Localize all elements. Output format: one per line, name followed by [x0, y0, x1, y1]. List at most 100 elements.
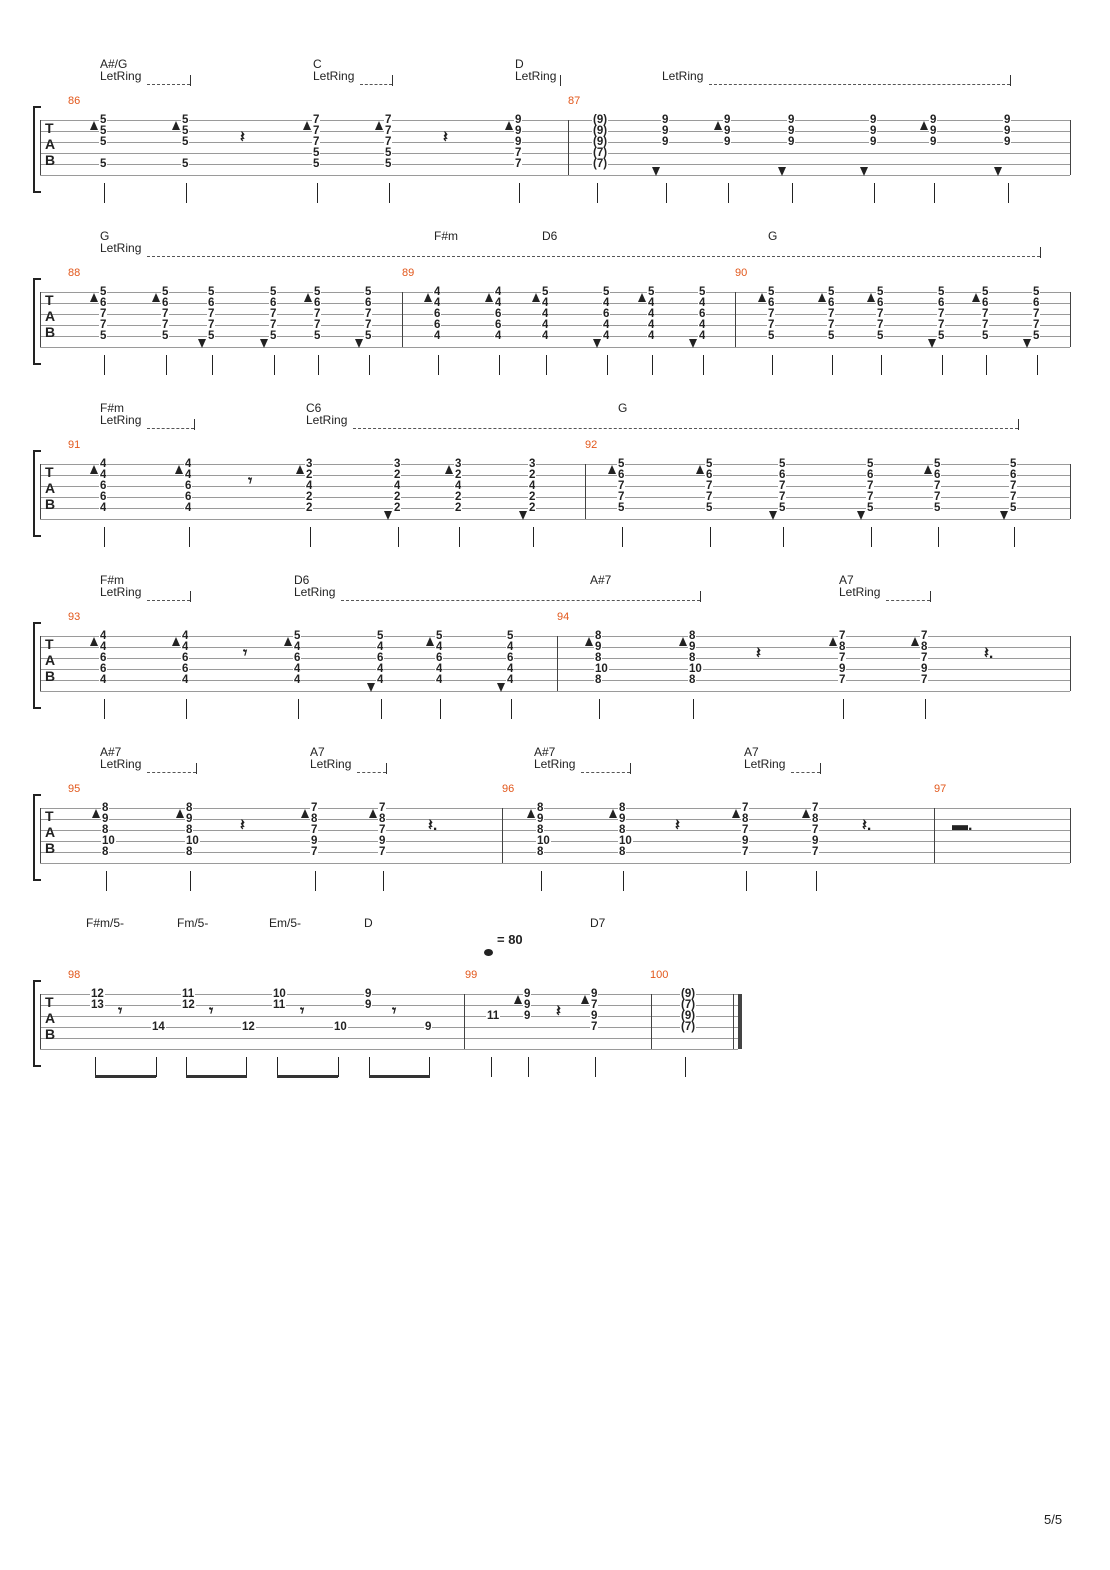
let-ring-label: LetRing [744, 757, 786, 771]
staff-line [40, 1016, 738, 1017]
measure-number: 98 [68, 969, 81, 981]
fret-number: 5 [312, 158, 321, 170]
fret-number: 7 [767, 308, 776, 320]
fret-number: 6 [698, 308, 707, 320]
note-stem [459, 527, 460, 547]
fret-number: 6 [767, 297, 776, 309]
fret-number: 8 [618, 824, 627, 836]
fret-number: 7 [705, 491, 714, 503]
note-stem [338, 1057, 339, 1077]
rest-symbol: 𝄽 [675, 817, 680, 834]
fret-number: 5 [364, 330, 373, 342]
note-stem [925, 699, 926, 719]
fret-number: (9) [592, 114, 609, 126]
fret-number: 6 [99, 663, 108, 675]
let-ring-end [820, 763, 821, 774]
fret-number: 9 [723, 125, 732, 137]
strum-down-arrow [593, 339, 601, 348]
let-ring-dash [147, 428, 194, 429]
fret-number: 3 [528, 458, 537, 470]
fret-number: 6 [364, 297, 373, 309]
fret-number: 6 [778, 469, 787, 481]
rest-symbol: 𝄽 [443, 129, 448, 146]
staff-line [40, 1049, 738, 1050]
fret-number: 5 [207, 286, 216, 298]
let-ring-dash [886, 600, 930, 601]
system-bracket [33, 794, 41, 881]
fret-number: 5 [778, 458, 787, 470]
barline [40, 808, 41, 863]
let-ring-end [196, 763, 197, 774]
barline [40, 464, 41, 519]
fret-number: 6 [99, 480, 108, 492]
staff-line [40, 658, 1070, 659]
staff-line [40, 519, 1070, 520]
fret-number: 6 [181, 663, 190, 675]
fret-number: 4 [506, 674, 515, 686]
strum-up-arrow [90, 465, 98, 474]
staff-line [40, 164, 1070, 165]
tab-clef-letter: B [45, 152, 56, 168]
barline [1070, 636, 1071, 691]
note-stem [595, 1057, 596, 1077]
fret-number: 7 [741, 824, 750, 836]
fret-number: 4 [376, 674, 385, 686]
fret-number: 3 [454, 458, 463, 470]
system-bracket [33, 980, 41, 1067]
fret-number: 8 [618, 802, 627, 814]
strum-down-arrow [652, 167, 660, 176]
chord-name: D6 [542, 229, 558, 243]
fret-number: 6 [99, 652, 108, 664]
fret-number: 4 [541, 330, 550, 342]
fret-number: 9 [838, 663, 847, 675]
strum-up-arrow [609, 809, 617, 818]
fret-number: 6 [184, 491, 193, 503]
staff-line [40, 994, 738, 995]
fret-number: 10 [272, 988, 287, 1000]
fret-number: 5 [876, 330, 885, 342]
staff-line [40, 1005, 738, 1006]
fret-number: 6 [602, 308, 611, 320]
staff-line [40, 852, 1070, 853]
let-ring-dash [360, 84, 392, 85]
staff-line [40, 347, 1070, 348]
let-ring-label: LetRing [100, 413, 142, 427]
fret-number: (7) [592, 147, 609, 159]
note-stem [832, 355, 833, 375]
note-stem [104, 699, 105, 719]
let-ring-end [700, 591, 701, 602]
fret-number: 7 [364, 319, 373, 331]
fret-number: 6 [705, 469, 714, 481]
fret-number: 5 [617, 502, 626, 514]
fret-number: 9 [787, 136, 796, 148]
strum-up-arrow [802, 809, 810, 818]
note-stem [104, 355, 105, 375]
note-stem [599, 699, 600, 719]
fret-number: 9 [869, 125, 878, 137]
fret-number: 7 [378, 846, 387, 858]
strum-down-arrow [384, 511, 392, 520]
note-stem [381, 699, 382, 719]
fret-number: 7 [866, 491, 875, 503]
fret-number: 7 [767, 319, 776, 331]
fret-number: 6 [184, 480, 193, 492]
fret-number: 9 [741, 835, 750, 847]
let-ring-label: LetRing [515, 69, 557, 83]
let-ring-end [630, 763, 631, 774]
barline [568, 120, 569, 175]
fret-number: (9) [592, 125, 609, 137]
fret-number: 6 [937, 297, 946, 309]
fret-number: 9 [378, 835, 387, 847]
fret-number: 8 [688, 630, 697, 642]
let-ring-label: LetRing [306, 413, 348, 427]
fret-number: 7 [590, 1021, 599, 1033]
let-ring-dash [581, 772, 630, 773]
let-ring-end [1010, 75, 1011, 86]
chord-name: C6 [306, 401, 322, 415]
fret-number: 7 [384, 125, 393, 137]
fret-number: 8 [101, 802, 110, 814]
note-stem [871, 527, 872, 547]
fret-number: 4 [433, 297, 442, 309]
note-stem [186, 183, 187, 203]
barline [464, 994, 465, 1049]
